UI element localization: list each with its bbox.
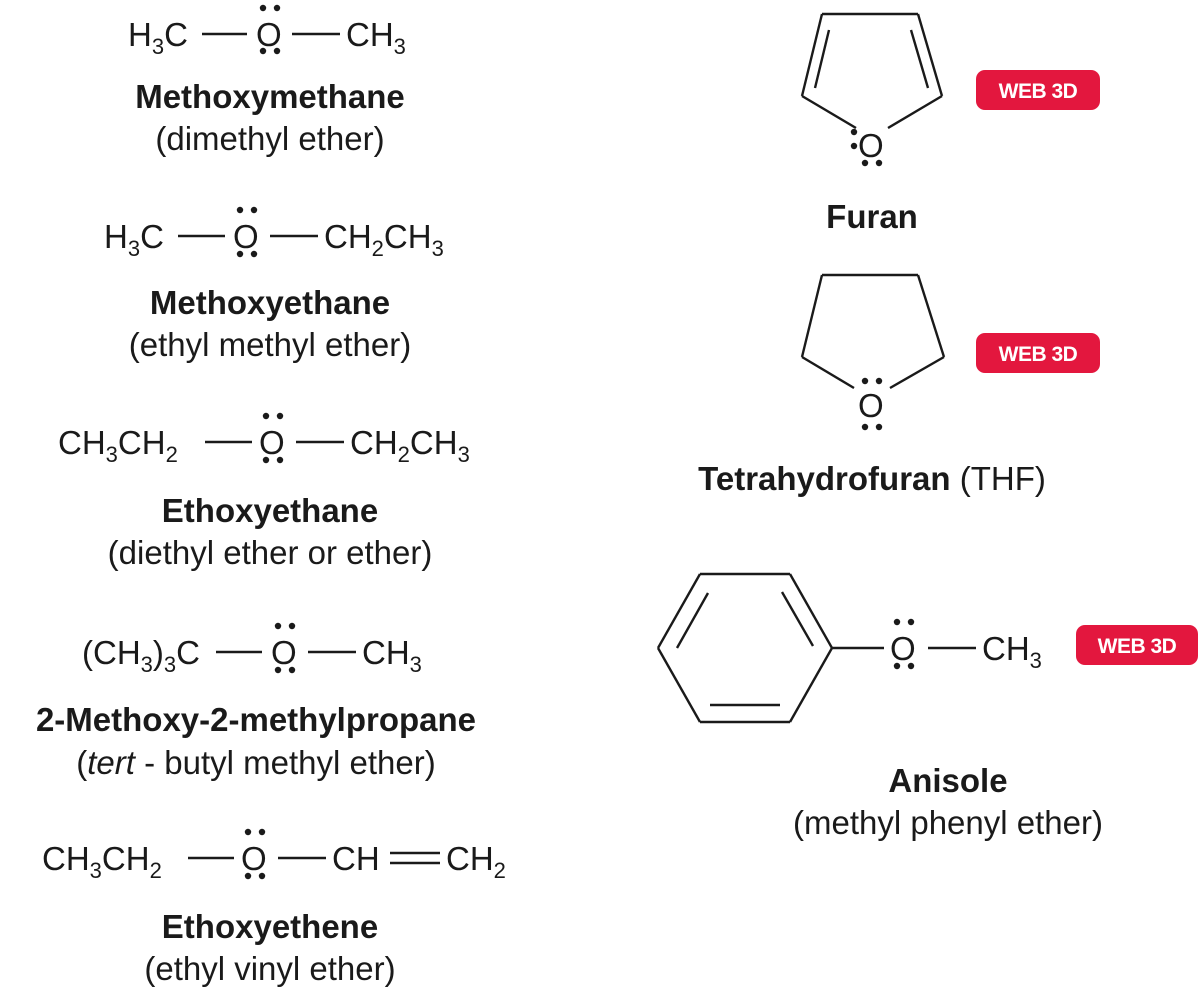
anisole-oxygen: O: [890, 630, 916, 667]
m3-oxygen: O: [259, 424, 285, 461]
m4-lone-pairs: [274, 622, 296, 674]
furan-structure: O Furan WEB 3D: [800, 12, 1100, 235]
furan-badge-label: WEB 3D: [999, 80, 1078, 103]
thf-ring: [800, 273, 946, 390]
ethoxyethene-structure: CH3CH2 O CH CH2 Ethoxyethene (ethyl viny…: [42, 828, 506, 987]
anisole-badge-label: WEB 3D: [1098, 635, 1177, 658]
m3-lone-pairs: [262, 412, 284, 464]
anisole-common-name: (methyl phenyl ether): [793, 804, 1103, 841]
m4-common-name: (tert - butyl methyl ether): [76, 744, 435, 781]
benzene-inner-double-2: [780, 591, 815, 647]
furan-inner-double-left: [813, 29, 831, 89]
m5-right-group: CH2: [446, 840, 506, 883]
m4-name: 2-Methoxy-2-methylpropane: [36, 701, 476, 738]
methoxymethylpropane-structure: (CH3)3C O CH3 2-Methoxy-2-methylpropane …: [36, 622, 476, 781]
m2-name: Methoxyethane: [150, 284, 390, 321]
m2-common-name: (ethyl methyl ether): [129, 326, 411, 363]
m3-left-group: CH3CH2: [58, 424, 178, 467]
ethoxyethane-structure: CH3CH2 O CH2CH3 Ethoxyethane (diethyl et…: [58, 412, 470, 571]
m2-lone-pairs: [236, 206, 258, 258]
furan-lone-pairs: [850, 128, 883, 167]
m1-left-group: H3C: [128, 16, 188, 59]
anisole-lone-pairs: [893, 618, 915, 670]
thf-structure: O Tetrahydrofuran (THF) WEB 3D: [698, 273, 1100, 497]
m5-lone-pairs: [244, 828, 266, 880]
m5-common-name: (ethyl vinyl ether): [144, 950, 395, 987]
m3-common-name: (diethyl ether or ether): [108, 534, 433, 571]
m1-lone-pairs: [259, 4, 281, 55]
m4-oxygen: O: [271, 634, 297, 671]
m1-name: Methoxymethane: [135, 78, 405, 115]
methoxymethane-structure: H3C O CH3 Methoxymethane (dimethyl ether…: [128, 4, 406, 157]
m3-right-group: CH2CH3: [350, 424, 470, 467]
m2-oxygen: O: [233, 218, 259, 255]
m5-left-group: CH3CH2: [42, 840, 162, 883]
m5-oxygen: O: [241, 840, 267, 877]
benzene-ring: [656, 572, 834, 724]
furan-oxygen: O: [858, 127, 884, 164]
anisole-methyl: CH3: [982, 630, 1042, 673]
thf-name: Tetrahydrofuran (THF): [698, 460, 1046, 497]
methoxyethane-structure: H3C O CH2CH3 Methoxyethane (ethyl methyl…: [104, 206, 444, 363]
m5-mid-group: CH: [332, 840, 380, 877]
m1-oxygen: O: [256, 16, 282, 53]
m2-left-group: H3C: [104, 218, 164, 261]
furan-inner-double-right: [909, 29, 930, 89]
anisole-web3d-badge[interactable]: WEB 3D: [1076, 625, 1198, 665]
m4-right-group: CH3: [362, 634, 422, 677]
thf-oxygen: O: [858, 387, 884, 424]
anisole-structure: O CH3 Anisole (methyl phenyl ether) WEB …: [656, 572, 1198, 841]
m3-name: Ethoxyethane: [162, 492, 378, 529]
thf-lone-pairs: [861, 377, 883, 431]
benzene-inner-double-1: [675, 592, 710, 649]
m5-name: Ethoxyethene: [162, 908, 378, 945]
m1-common-name: (dimethyl ether): [155, 120, 384, 157]
furan-name: Furan: [826, 198, 918, 235]
thf-badge-label: WEB 3D: [999, 343, 1078, 366]
m2-right-group: CH2CH3: [324, 218, 444, 261]
furan-web3d-badge[interactable]: WEB 3D: [976, 70, 1100, 110]
thf-web3d-badge[interactable]: WEB 3D: [976, 333, 1100, 373]
anisole-name: Anisole: [888, 762, 1007, 799]
m1-right-group: CH3: [346, 16, 406, 59]
m4-left-group: (CH3)3C: [82, 634, 200, 677]
furan-ring: [800, 12, 944, 130]
